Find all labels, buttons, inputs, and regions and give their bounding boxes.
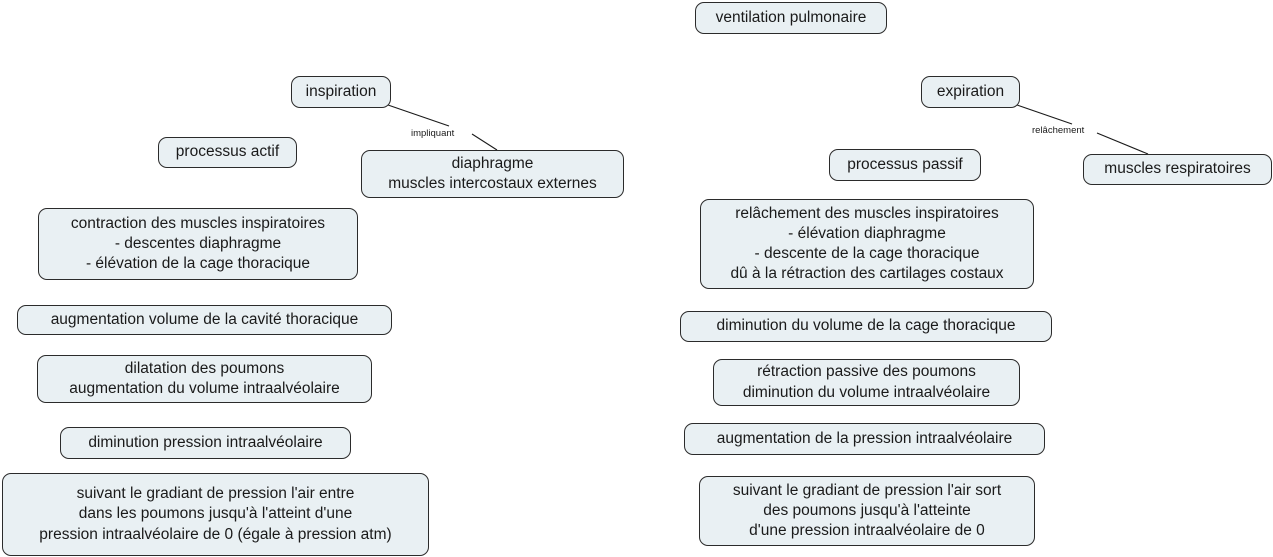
node-label: suivant le gradiant de pression l'air so… bbox=[732, 481, 1002, 540]
node-ventilation-pulmonaire[interactable]: ventilation pulmonaire bbox=[695, 2, 887, 34]
node-label: diminution pression intraalvéolaire bbox=[88, 433, 323, 451]
node-inspiration[interactable]: inspiration bbox=[291, 76, 391, 108]
node-label: augmentation de la pression intraalvéola… bbox=[716, 429, 1013, 447]
node-diminution-pression-intraalveolaire[interactable]: diminution pression intraalvéolaire bbox=[60, 427, 351, 459]
node-label: ventilation pulmonaire bbox=[715, 8, 867, 26]
node-processus-actif[interactable]: processus actif bbox=[158, 137, 297, 168]
edge-inspiration-to-label bbox=[387, 104, 450, 127]
node-augmentation-pression-intraalveolaire[interactable]: augmentation de la pression intraalvéola… bbox=[684, 423, 1045, 455]
node-diaphragme-muscles-intercostaux[interactable]: diaphragme muscles intercostaux externes bbox=[361, 150, 624, 198]
node-contraction-muscles-inspiratoires[interactable]: contraction des muscles inspiratoires - … bbox=[38, 208, 358, 280]
node-relachement-muscles-inspiratoires[interactable]: relâchement des muscles inspiratoires - … bbox=[700, 199, 1034, 289]
edge-expiration-to-label bbox=[1016, 104, 1073, 125]
node-diminution-volume-cage-thoracique[interactable]: diminution du volume de la cage thoraciq… bbox=[680, 311, 1052, 342]
node-muscles-respiratoires[interactable]: muscles respiratoires bbox=[1083, 154, 1272, 185]
edge-label-to-muscles bbox=[1096, 132, 1149, 155]
node-label: processus actif bbox=[175, 143, 280, 161]
edge-label-to-diaphragme bbox=[471, 133, 498, 151]
node-label: suivant le gradiant de pression l'air en… bbox=[39, 485, 392, 543]
edge-label-impliquant: impliquant bbox=[411, 128, 455, 139]
node-label: processus passif bbox=[847, 155, 963, 173]
node-label: expiration bbox=[936, 82, 1005, 100]
node-dilatation-poumons[interactable]: dilatation des poumons augmentation du v… bbox=[37, 355, 372, 403]
node-gradient-pression-air-sort[interactable]: suivant le gradiant de pression l'air so… bbox=[699, 476, 1035, 546]
edge-label-relachement: relâchement bbox=[1032, 125, 1085, 136]
node-label: relâchement des muscles inspiratoires - … bbox=[730, 204, 1004, 283]
node-label: rétraction passive des poumons diminutio… bbox=[742, 363, 991, 401]
node-label: inspiration bbox=[305, 82, 377, 100]
node-label: muscles respiratoires bbox=[1104, 160, 1251, 178]
node-label: diminution du volume de la cage thoraciq… bbox=[716, 317, 1016, 335]
node-expiration[interactable]: expiration bbox=[921, 76, 1020, 108]
node-augmentation-volume-cavite-thoracique[interactable]: augmentation volume de la cavité thoraci… bbox=[17, 305, 392, 335]
node-label: diaphragme muscles intercostaux externes bbox=[388, 154, 597, 192]
node-label: dilatation des poumons augmentation du v… bbox=[69, 359, 340, 397]
node-gradient-pression-air-entre[interactable]: suivant le gradiant de pression l'air en… bbox=[2, 473, 429, 556]
node-label: augmentation volume de la cavité thoraci… bbox=[50, 310, 359, 328]
node-retraction-passive-poumons[interactable]: rétraction passive des poumons diminutio… bbox=[713, 359, 1020, 406]
node-processus-passif[interactable]: processus passif bbox=[829, 149, 981, 181]
node-label: contraction des muscles inspiratoires - … bbox=[70, 214, 326, 273]
